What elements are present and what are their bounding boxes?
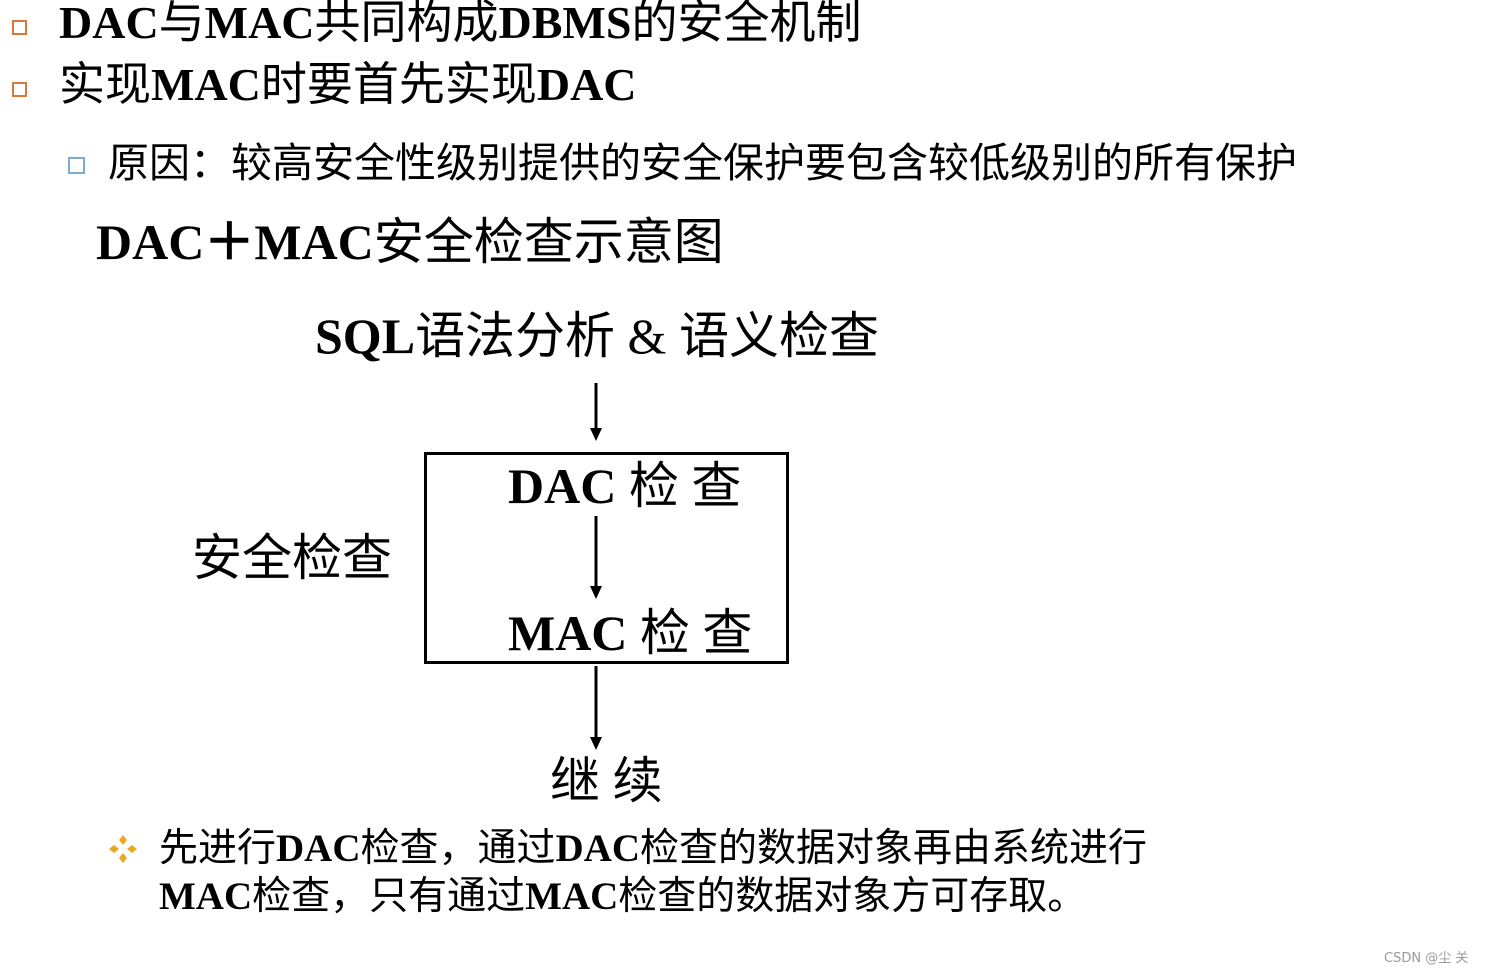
- security-check-box: [424, 452, 789, 664]
- diagram-title-prefix: DAC＋MAC: [96, 214, 374, 270]
- note-line-1: 先进行DAC检查，通过DAC检查的数据对象再由系统进行: [159, 829, 1147, 868]
- diagram-title: DAC＋MAC安全检查示意图: [96, 217, 724, 267]
- square-bullet-icon: [12, 20, 27, 35]
- note-1-part: 检查的数据对象再由系统进行: [640, 827, 1148, 870]
- sql-suffix: 语法分析 & 语义检查: [415, 308, 879, 364]
- note-2-part: 检查，只有通过: [252, 875, 526, 918]
- bullet-2-part: 时要首先实现: [260, 59, 537, 110]
- sql-prefix: SQL: [315, 308, 416, 364]
- bullet-line-2: 实现MAC时要首先实现DAC: [59, 62, 637, 108]
- sql-analysis-label: SQL语法分析 & 语义检查: [315, 311, 879, 361]
- dac-suffix: 检 查: [628, 458, 742, 514]
- dac-check-label: DAC 检 查: [508, 461, 741, 511]
- bullet-2-part: MAC: [151, 59, 261, 110]
- bullet-1-part: DAC: [59, 0, 159, 48]
- watermark: CSDN @尘 关: [1384, 951, 1469, 966]
- mac-suffix: 检 查: [639, 605, 753, 661]
- mac-check-label: MAC 检 查: [508, 608, 752, 658]
- sub-bullet-text: 原因：较高安全性级别提供的安全保护要包含较低级别的所有保护: [108, 140, 1297, 186]
- note-2-part: MAC: [525, 875, 619, 918]
- bullet-2-part: 实现: [59, 59, 151, 110]
- note-1-part: 检查，通过: [360, 827, 556, 870]
- mac-prefix: MAC: [508, 605, 628, 661]
- note-line-2: MAC检查，只有通过MAC检查的数据对象方可存取。: [159, 877, 1086, 916]
- arrow-mac-to-continue: [590, 666, 602, 750]
- note-1-part: DAC: [555, 827, 641, 870]
- arrow-dac-to-mac: [590, 516, 602, 599]
- bullet-1-part: MAC: [204, 0, 315, 48]
- bullet-1-part: 与: [158, 0, 205, 48]
- square-bullet-icon: [68, 157, 85, 174]
- note-1-part: DAC: [276, 827, 361, 870]
- bullet-line-1: DAC与MAC共同构成DBMS的安全机制: [59, 0, 861, 46]
- bullet-1-part: 的安全机制: [631, 0, 862, 48]
- bullet-1-part: DBMS: [498, 0, 632, 48]
- security-check-side-label: 安全检查: [192, 530, 392, 586]
- square-bullet-icon: [12, 82, 27, 97]
- continue-label: 继 续: [550, 753, 663, 809]
- diamond-bullet-icon: [109, 835, 137, 863]
- bullet-2-part: DAC: [536, 59, 637, 110]
- bullet-1-part: 共同构成: [314, 0, 499, 48]
- note-2-part: MAC: [159, 875, 253, 918]
- diagram-title-suffix: 安全检查示意图: [373, 214, 724, 270]
- note-1-part: 先进行: [159, 827, 277, 870]
- dac-prefix: DAC: [508, 458, 617, 514]
- arrow-sql-to-dac: [590, 383, 602, 441]
- note-2-part: 检查的数据对象方可存取。: [618, 875, 1087, 918]
